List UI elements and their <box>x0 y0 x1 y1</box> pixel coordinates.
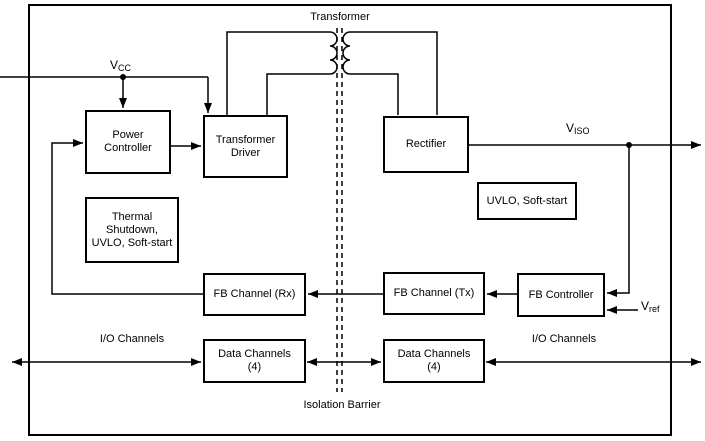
uvlo-soft-start-label: UVLO, Soft-start <box>486 194 568 207</box>
vcc-label: VCC <box>110 58 132 73</box>
thermal-shutdown-block: Thermal Shutdown, UVLO, Soft-start <box>85 197 179 263</box>
rectifier-block: Rectifier <box>383 116 469 173</box>
feedback-loop-wire <box>51 139 203 295</box>
transformer-label: Transformer <box>310 11 370 23</box>
data-channels-right-label-line2: (4) <box>427 361 441 373</box>
secondary-rectifier-wire-bottom <box>350 73 399 115</box>
power-controller-block: Power Controller <box>85 110 171 174</box>
vref-label: Vref <box>641 299 660 314</box>
transformer-driver-label-line1: Transformer <box>215 133 276 146</box>
data-channels-right-label-line1: Data Channels <box>397 348 471 360</box>
fb-controller-label: FB Controller <box>528 288 594 301</box>
data-channels-left-label-line1: Data Channels <box>218 348 291 360</box>
io-channels-right-label: I/O Channels <box>531 333 597 345</box>
viso-junction-dot <box>626 142 632 148</box>
transformer-primary-coil <box>329 31 338 75</box>
data-channels-right-block: Data Channels (4) <box>383 339 485 383</box>
viso-to-fb-controller-wire <box>607 145 630 297</box>
fb-channel-tx-block: FB Channel (Tx) <box>383 272 485 315</box>
fb-channel-rx-label: FB Channel (Rx) <box>213 288 296 300</box>
thermal-shutdown-label-line3: UVLO, Soft-start <box>91 236 173 249</box>
fb-channel-tx-label: FB Channel (Tx) <box>393 287 475 299</box>
power-controller-label-line1: Power <box>112 129 144 141</box>
rectifier-label: Rectifier <box>405 138 447 150</box>
vcc-junction-dot <box>120 74 126 80</box>
chip-outline <box>28 4 672 436</box>
viso-label: VISO <box>566 121 590 136</box>
transformer-secondary-coil <box>342 31 351 75</box>
thermal-shutdown-label-line1: Thermal <box>111 210 153 223</box>
fb-controller-block: FB Controller <box>517 273 605 317</box>
driver-primary-wire-top <box>226 31 330 116</box>
power-controller-label-line2: Controller <box>104 142 152 154</box>
data-channels-left-block: Data Channels (4) <box>203 339 306 383</box>
thermal-shutdown-label-line2: Shutdown, <box>106 223 158 236</box>
isolation-barrier-label: Isolation Barrier <box>303 399 381 411</box>
fb-channel-rx-block: FB Channel (Rx) <box>203 273 306 316</box>
uvlo-soft-start-block: UVLO, Soft-start <box>477 182 577 220</box>
data-channels-left-label-line2: (4) <box>247 361 262 373</box>
driver-primary-wire-bottom <box>266 73 330 116</box>
transformer-driver-label-line2: Driver <box>230 146 261 159</box>
secondary-rectifier-wire-top <box>350 31 438 115</box>
transformer-driver-block: Transformer Driver <box>203 115 288 178</box>
io-channels-left-label: I/O Channels <box>99 333 165 345</box>
